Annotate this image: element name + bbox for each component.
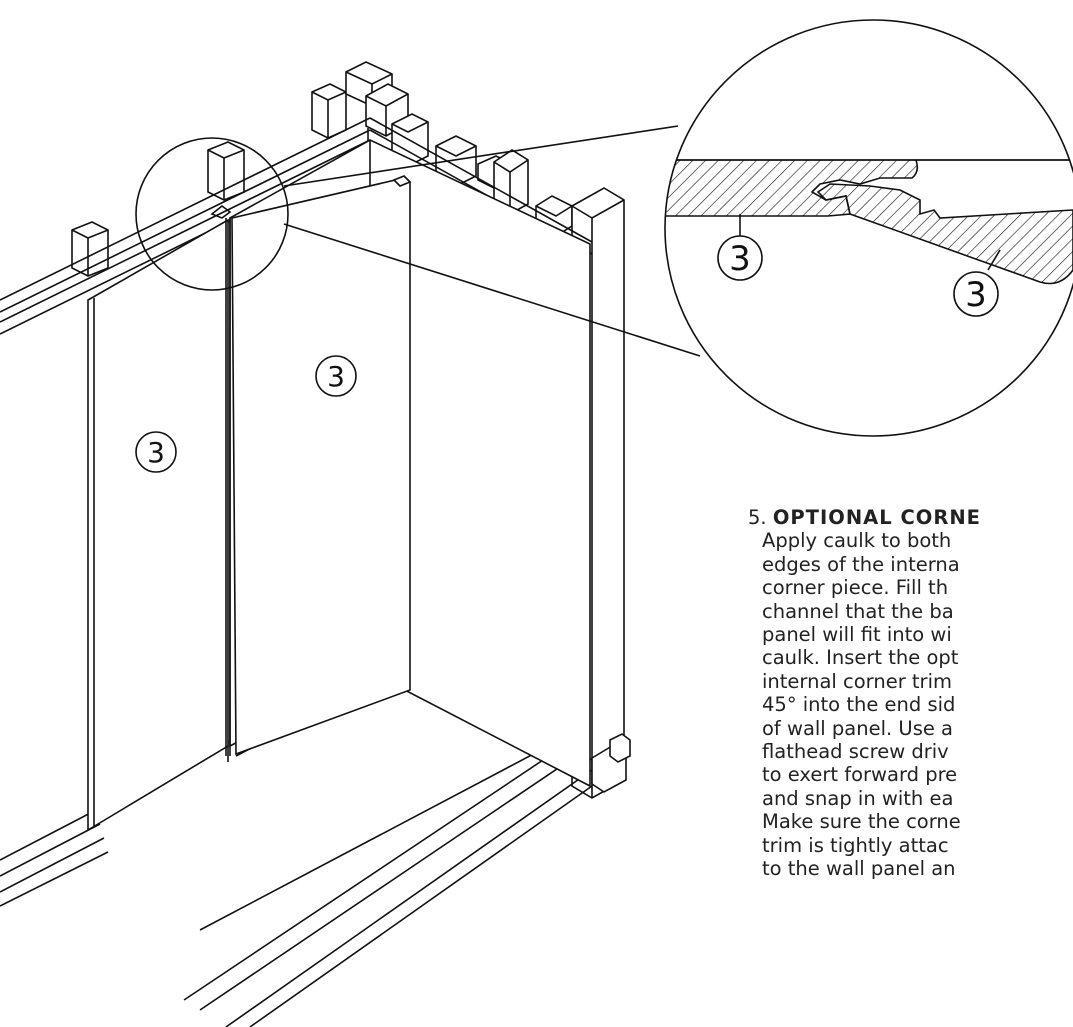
callout-center-panel-label: 3	[327, 360, 345, 393]
detail-bubble	[664, 19, 1073, 437]
instruction-line: corner piece. Fill th	[762, 576, 949, 600]
callout-left-panel-label: 3	[147, 436, 165, 469]
instruction-line: Apply caulk to both	[762, 529, 952, 553]
instruction-line: and snap in with ea	[762, 786, 954, 810]
instruction-line: edges of the interna	[762, 552, 960, 576]
wall-panels	[87, 139, 591, 832]
instruction-line: to the wall panel an	[762, 857, 956, 881]
instruction-line: panel will fit into wi	[762, 623, 952, 647]
callout-detail-right-label: 3	[965, 275, 987, 315]
callout-detail-right: 3	[953, 271, 999, 317]
instruction-line: Make sure the corne	[762, 810, 961, 834]
step-number: 5.	[748, 506, 767, 529]
callout-center-panel: 3	[315, 355, 357, 397]
step-title: OPTIONAL CORNE	[772, 506, 981, 529]
instruction-line: internal corner trim	[762, 669, 952, 693]
instruction-text: 5. OPTIONAL CORNE Apply caulk to both ed…	[748, 506, 1073, 881]
instruction-line: channel that the ba	[762, 599, 954, 623]
callout-detail-left-label: 3	[729, 239, 751, 279]
instruction-line: flathead screw driv	[762, 740, 949, 764]
step-heading: 5. OPTIONAL CORNE	[748, 506, 1073, 529]
callout-left-panel: 3	[135, 431, 177, 473]
part-callouts: 3 3 3 3	[135, 235, 999, 473]
instruction-line: 45° into the end sid	[762, 693, 956, 717]
callout-detail-left: 3	[717, 235, 763, 281]
instruction-line: to exert forward pre	[762, 763, 958, 787]
instruction-line: caulk. Insert the opt	[762, 646, 959, 670]
instruction-line: of wall panel. Use a	[762, 716, 954, 740]
detail-indicator	[135, 125, 701, 357]
instruction-line: trim is tightly attac	[762, 833, 949, 857]
